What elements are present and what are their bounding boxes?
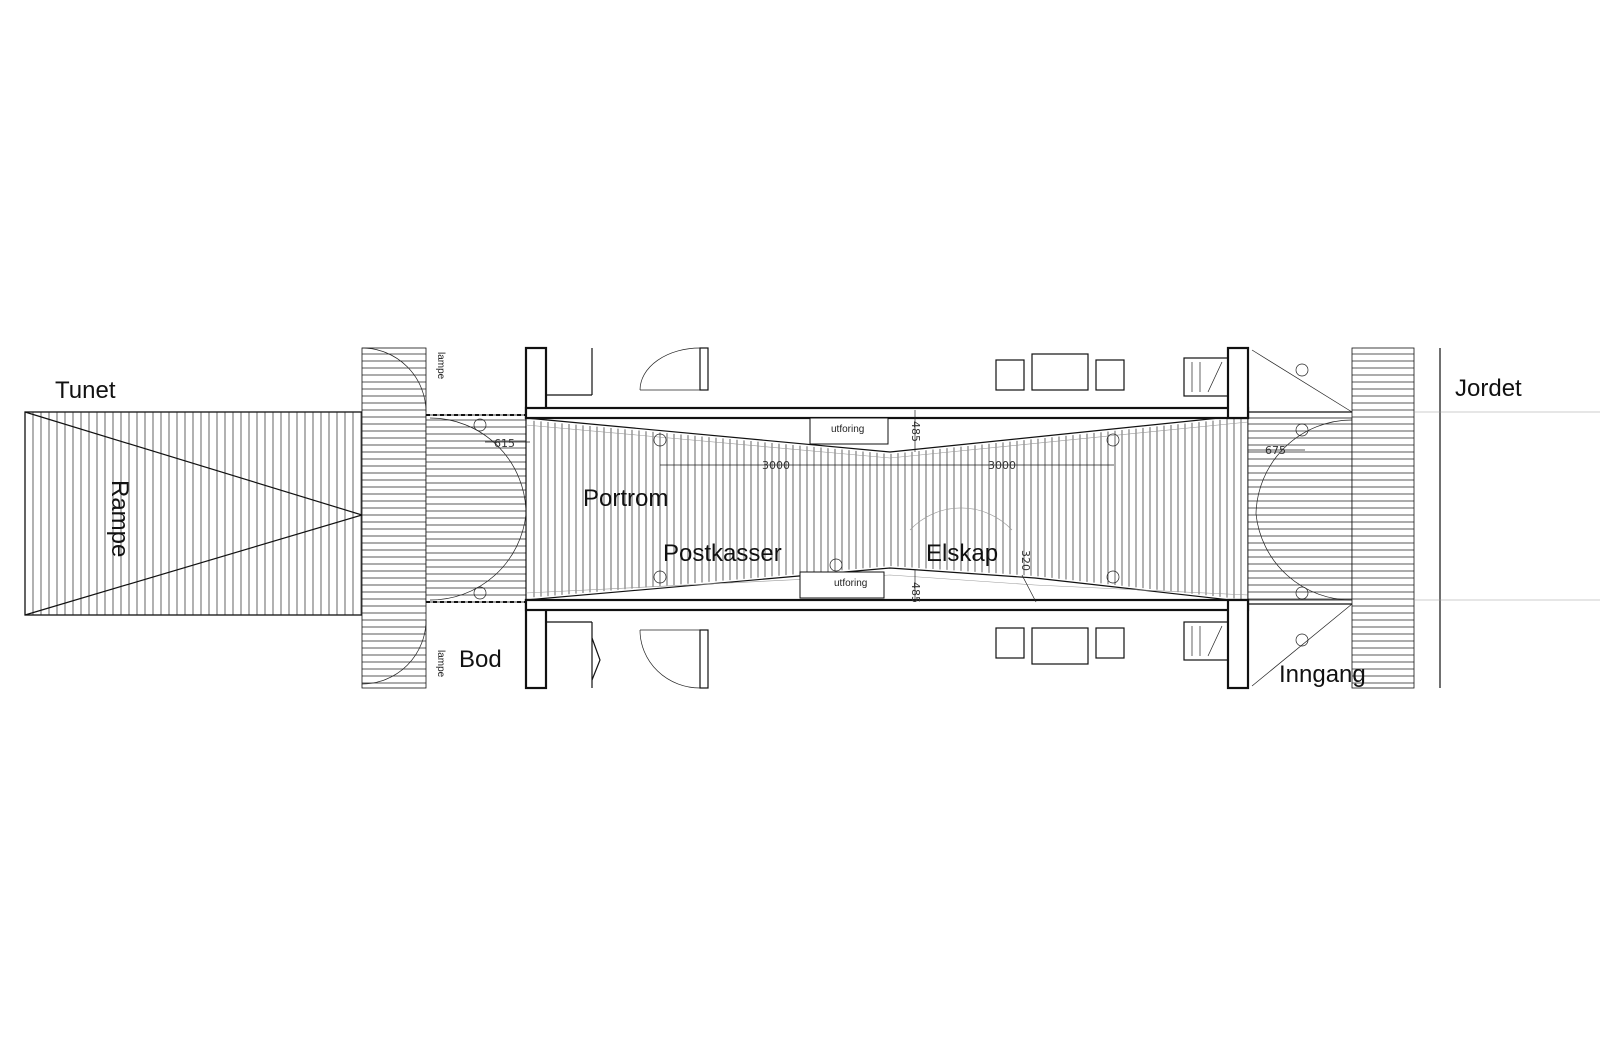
note-utforing-bottom: utforing xyxy=(834,578,867,589)
portrom-floor xyxy=(525,414,1249,603)
ramp xyxy=(24,411,365,616)
dim-3000-right: 3000 xyxy=(988,459,1016,472)
label-jordet: Jordet xyxy=(1455,375,1522,402)
dim-3000-left: 3000 xyxy=(762,459,790,472)
light-fixtures xyxy=(473,363,1309,647)
note-utforing-top: utforing xyxy=(831,424,864,435)
label-tunet: Tunet xyxy=(55,377,116,404)
label-portrom: Portrom xyxy=(583,485,668,512)
label-inngang: Inngang xyxy=(1279,661,1366,688)
label-postkasser: Postkasser xyxy=(663,540,782,567)
dim-615: 615 xyxy=(494,437,515,450)
walls xyxy=(524,346,1352,690)
landing-left xyxy=(361,347,527,689)
gate-left xyxy=(361,347,527,685)
apartment-top xyxy=(639,347,1229,397)
note-lampe-bottom: lampe xyxy=(435,650,446,678)
landing-right xyxy=(1247,347,1600,689)
gate-right xyxy=(1251,349,1353,687)
dim-675: 675 xyxy=(1265,444,1286,457)
dim-485-top: 485 xyxy=(909,421,922,442)
dim-320: 320 xyxy=(1019,550,1032,571)
label-elskap: Elskap xyxy=(926,540,998,567)
dimension-lines xyxy=(485,410,1305,603)
apartment-bottom xyxy=(639,621,1229,689)
dim-485-bottom: 485 xyxy=(909,582,922,603)
utforing-boxes xyxy=(799,417,1013,599)
note-lampe-top: lampe xyxy=(435,352,446,380)
label-rampe: Rampe xyxy=(106,480,133,557)
label-bod: Bod xyxy=(459,646,502,673)
